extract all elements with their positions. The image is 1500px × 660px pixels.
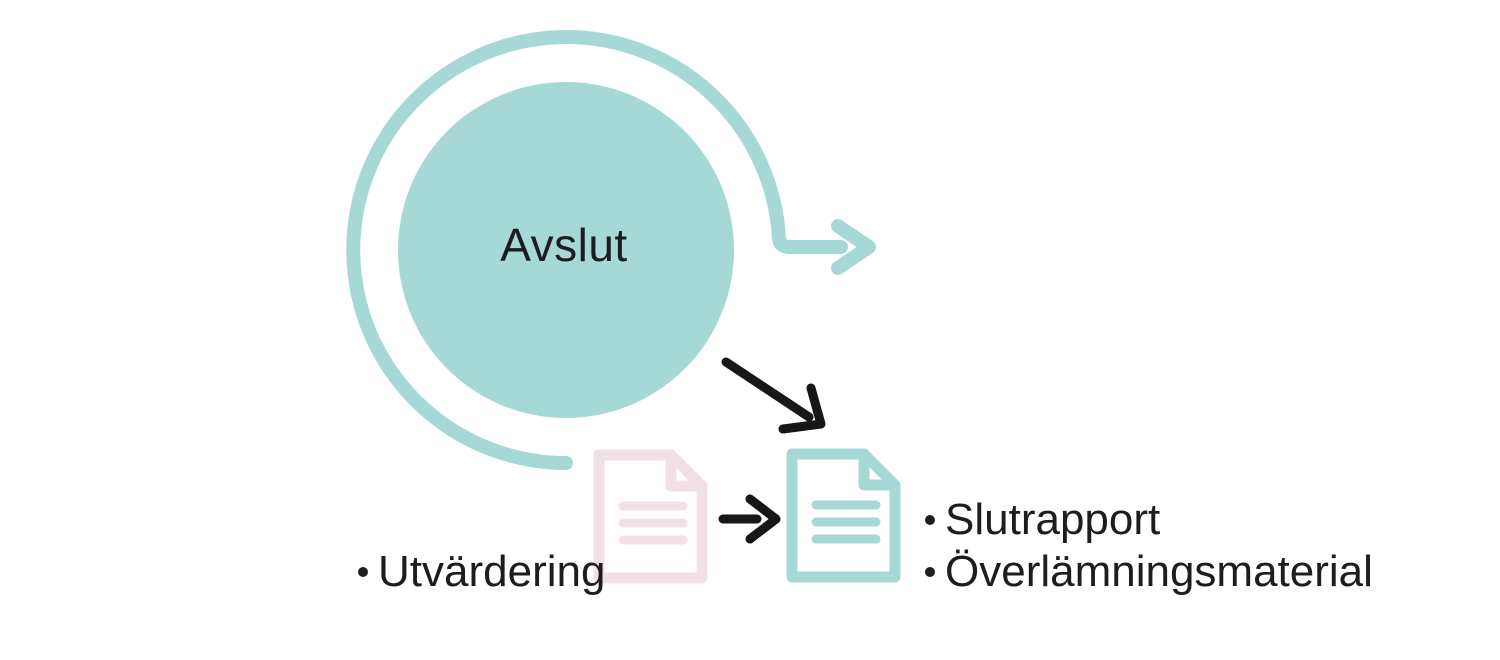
teal-document-icon xyxy=(786,448,901,583)
cycle-loop-arc xyxy=(346,30,848,470)
list-item: Överlämningsmaterial xyxy=(925,550,1373,594)
pink-document-fold xyxy=(665,449,708,492)
bullet-icon xyxy=(925,515,935,525)
phase-circle xyxy=(398,82,734,418)
bullet-icon xyxy=(925,567,935,577)
left-item-label: Utvärdering xyxy=(378,547,606,596)
list-item: Slutrapport xyxy=(925,498,1160,542)
teal-document-outline xyxy=(786,448,901,583)
right-item-label-2: Överlämningsmaterial xyxy=(945,547,1373,596)
pink-document-icon xyxy=(593,449,708,584)
cycle-exit-arrowhead-icon xyxy=(831,219,876,275)
transform-arrowhead-icon xyxy=(745,494,781,544)
diagonal-arrowhead-icon xyxy=(778,383,826,434)
pink-document-outline xyxy=(593,449,708,584)
list-item: Utvärdering xyxy=(358,550,605,594)
right-item-label-1: Slutrapport xyxy=(945,495,1161,544)
teal-document-fold xyxy=(858,448,901,491)
pink-document-text-lines xyxy=(618,501,688,545)
bullet-icon xyxy=(358,567,368,577)
diagonal-arrow-shaft xyxy=(721,357,814,422)
phase-label: Avslut xyxy=(500,219,628,271)
teal-document-text-lines xyxy=(811,500,881,544)
